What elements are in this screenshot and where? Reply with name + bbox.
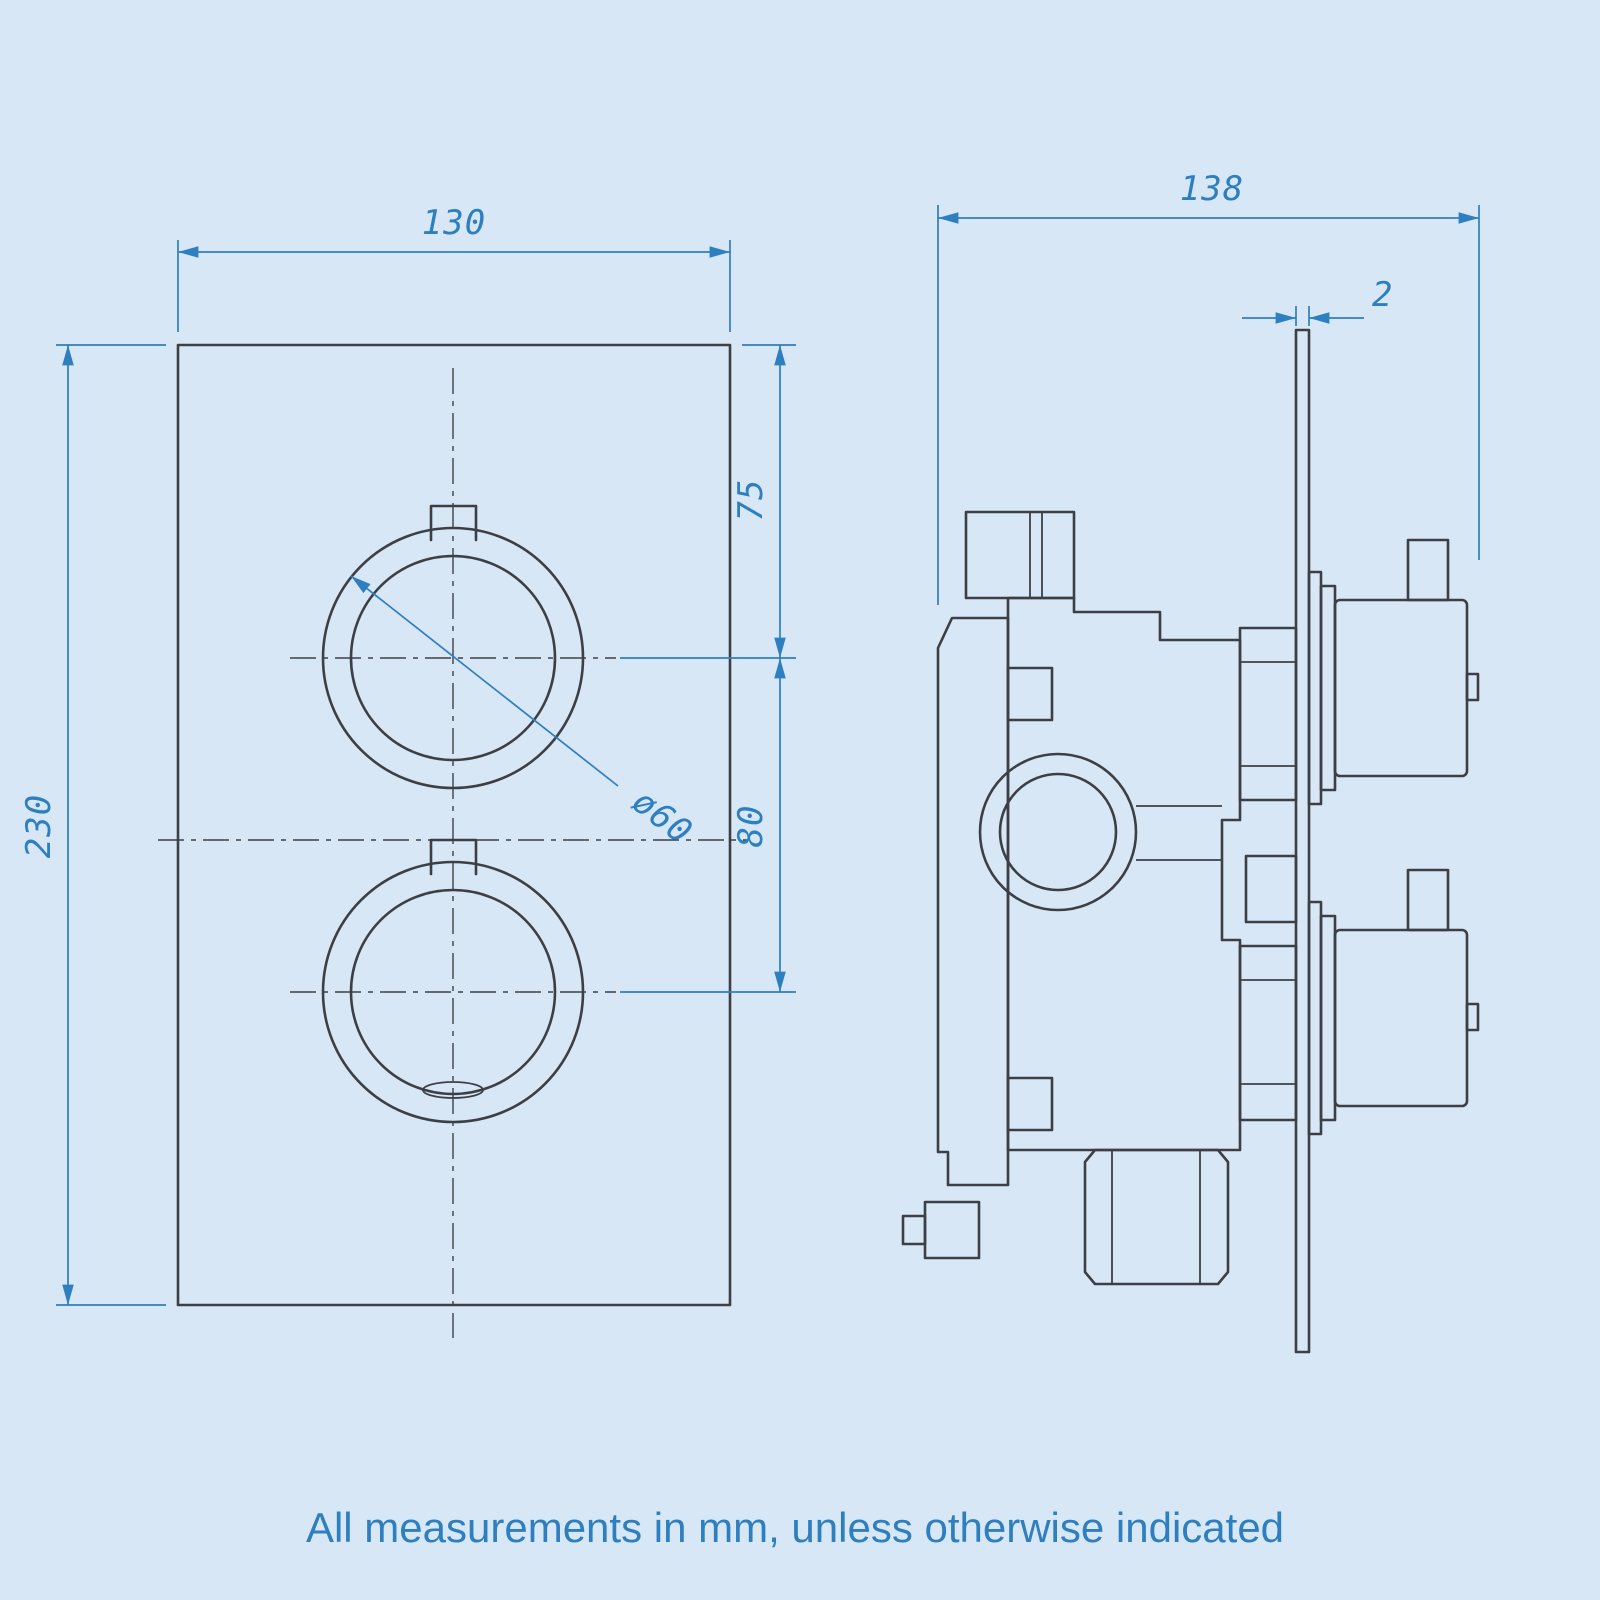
middle-outlet <box>1244 854 1298 924</box>
handle-flange <box>1319 914 1337 1122</box>
dimension-width: 130 <box>177 203 731 332</box>
bottom-knob <box>321 838 585 1124</box>
footer-note: All measurements in mm, unless otherwise… <box>306 1504 1284 1551</box>
handle-stem <box>1406 868 1450 932</box>
handle-flange <box>1307 570 1323 806</box>
top-port <box>964 510 1076 600</box>
bottom-nut <box>1083 1148 1230 1286</box>
centerlines <box>158 368 748 1338</box>
handle-flange <box>1319 584 1337 792</box>
front-view: 130 230 75 80 ø60 <box>19 203 796 1338</box>
rear-bracket <box>936 616 1010 1187</box>
main-block <box>1006 596 1242 1152</box>
side-view: 138 2 <box>901 169 1480 1354</box>
top-handle <box>1307 538 1480 806</box>
handle-body <box>1333 598 1469 778</box>
top-knob <box>321 504 585 790</box>
dimension-label-diameter: ø60 <box>624 782 699 853</box>
knob-tab <box>429 838 478 876</box>
side-port-inner <box>998 772 1118 892</box>
valve-body <box>901 510 1298 1286</box>
dimension-knob-offset: 75 <box>620 344 796 659</box>
dimension-label-spacing: 80 <box>731 805 771 848</box>
valve-cartridge <box>1238 944 1298 1122</box>
bottom-fitting-tip <box>901 1214 927 1246</box>
handle-stem <box>1406 538 1450 602</box>
faceplate-outline <box>176 343 732 1307</box>
knob-outer-circle <box>321 526 585 790</box>
knob-bottom-detail <box>422 1081 484 1099</box>
knob-tab <box>429 504 478 542</box>
leader-line <box>350 575 619 787</box>
knob-inner-circle <box>349 888 557 1096</box>
knob-outer-circle <box>321 860 585 1124</box>
bottom-handle <box>1307 868 1480 1136</box>
bracket-arm <box>1006 1076 1054 1132</box>
dimension-label-depth: 138 <box>1180 169 1244 209</box>
dimension-label-height: 230 <box>19 794 59 858</box>
dimension-label-thickness: 2 <box>1372 275 1393 315</box>
wall-plate <box>1294 328 1311 1354</box>
dimension-knob-spacing: 80 <box>620 658 796 993</box>
handle-flange <box>1307 900 1323 1136</box>
handle-body <box>1333 928 1469 1108</box>
dimension-depth: 138 <box>937 169 1480 605</box>
side-port-outer <box>978 752 1138 912</box>
handle-nub <box>1465 672 1480 702</box>
dimension-label-width: 130 <box>422 203 486 243</box>
bracket-arm <box>1006 666 1054 722</box>
dimension-plate-thickness: 2 <box>1242 275 1393 326</box>
dimension-label-offset: 75 <box>731 479 771 522</box>
dimension-knob-diameter: ø60 <box>350 575 700 853</box>
dimension-height: 230 <box>19 344 166 1306</box>
bottom-fitting <box>923 1200 981 1260</box>
handle-nub <box>1465 1002 1480 1032</box>
valve-cartridge <box>1238 626 1298 802</box>
knob-inner-circle <box>349 554 557 762</box>
